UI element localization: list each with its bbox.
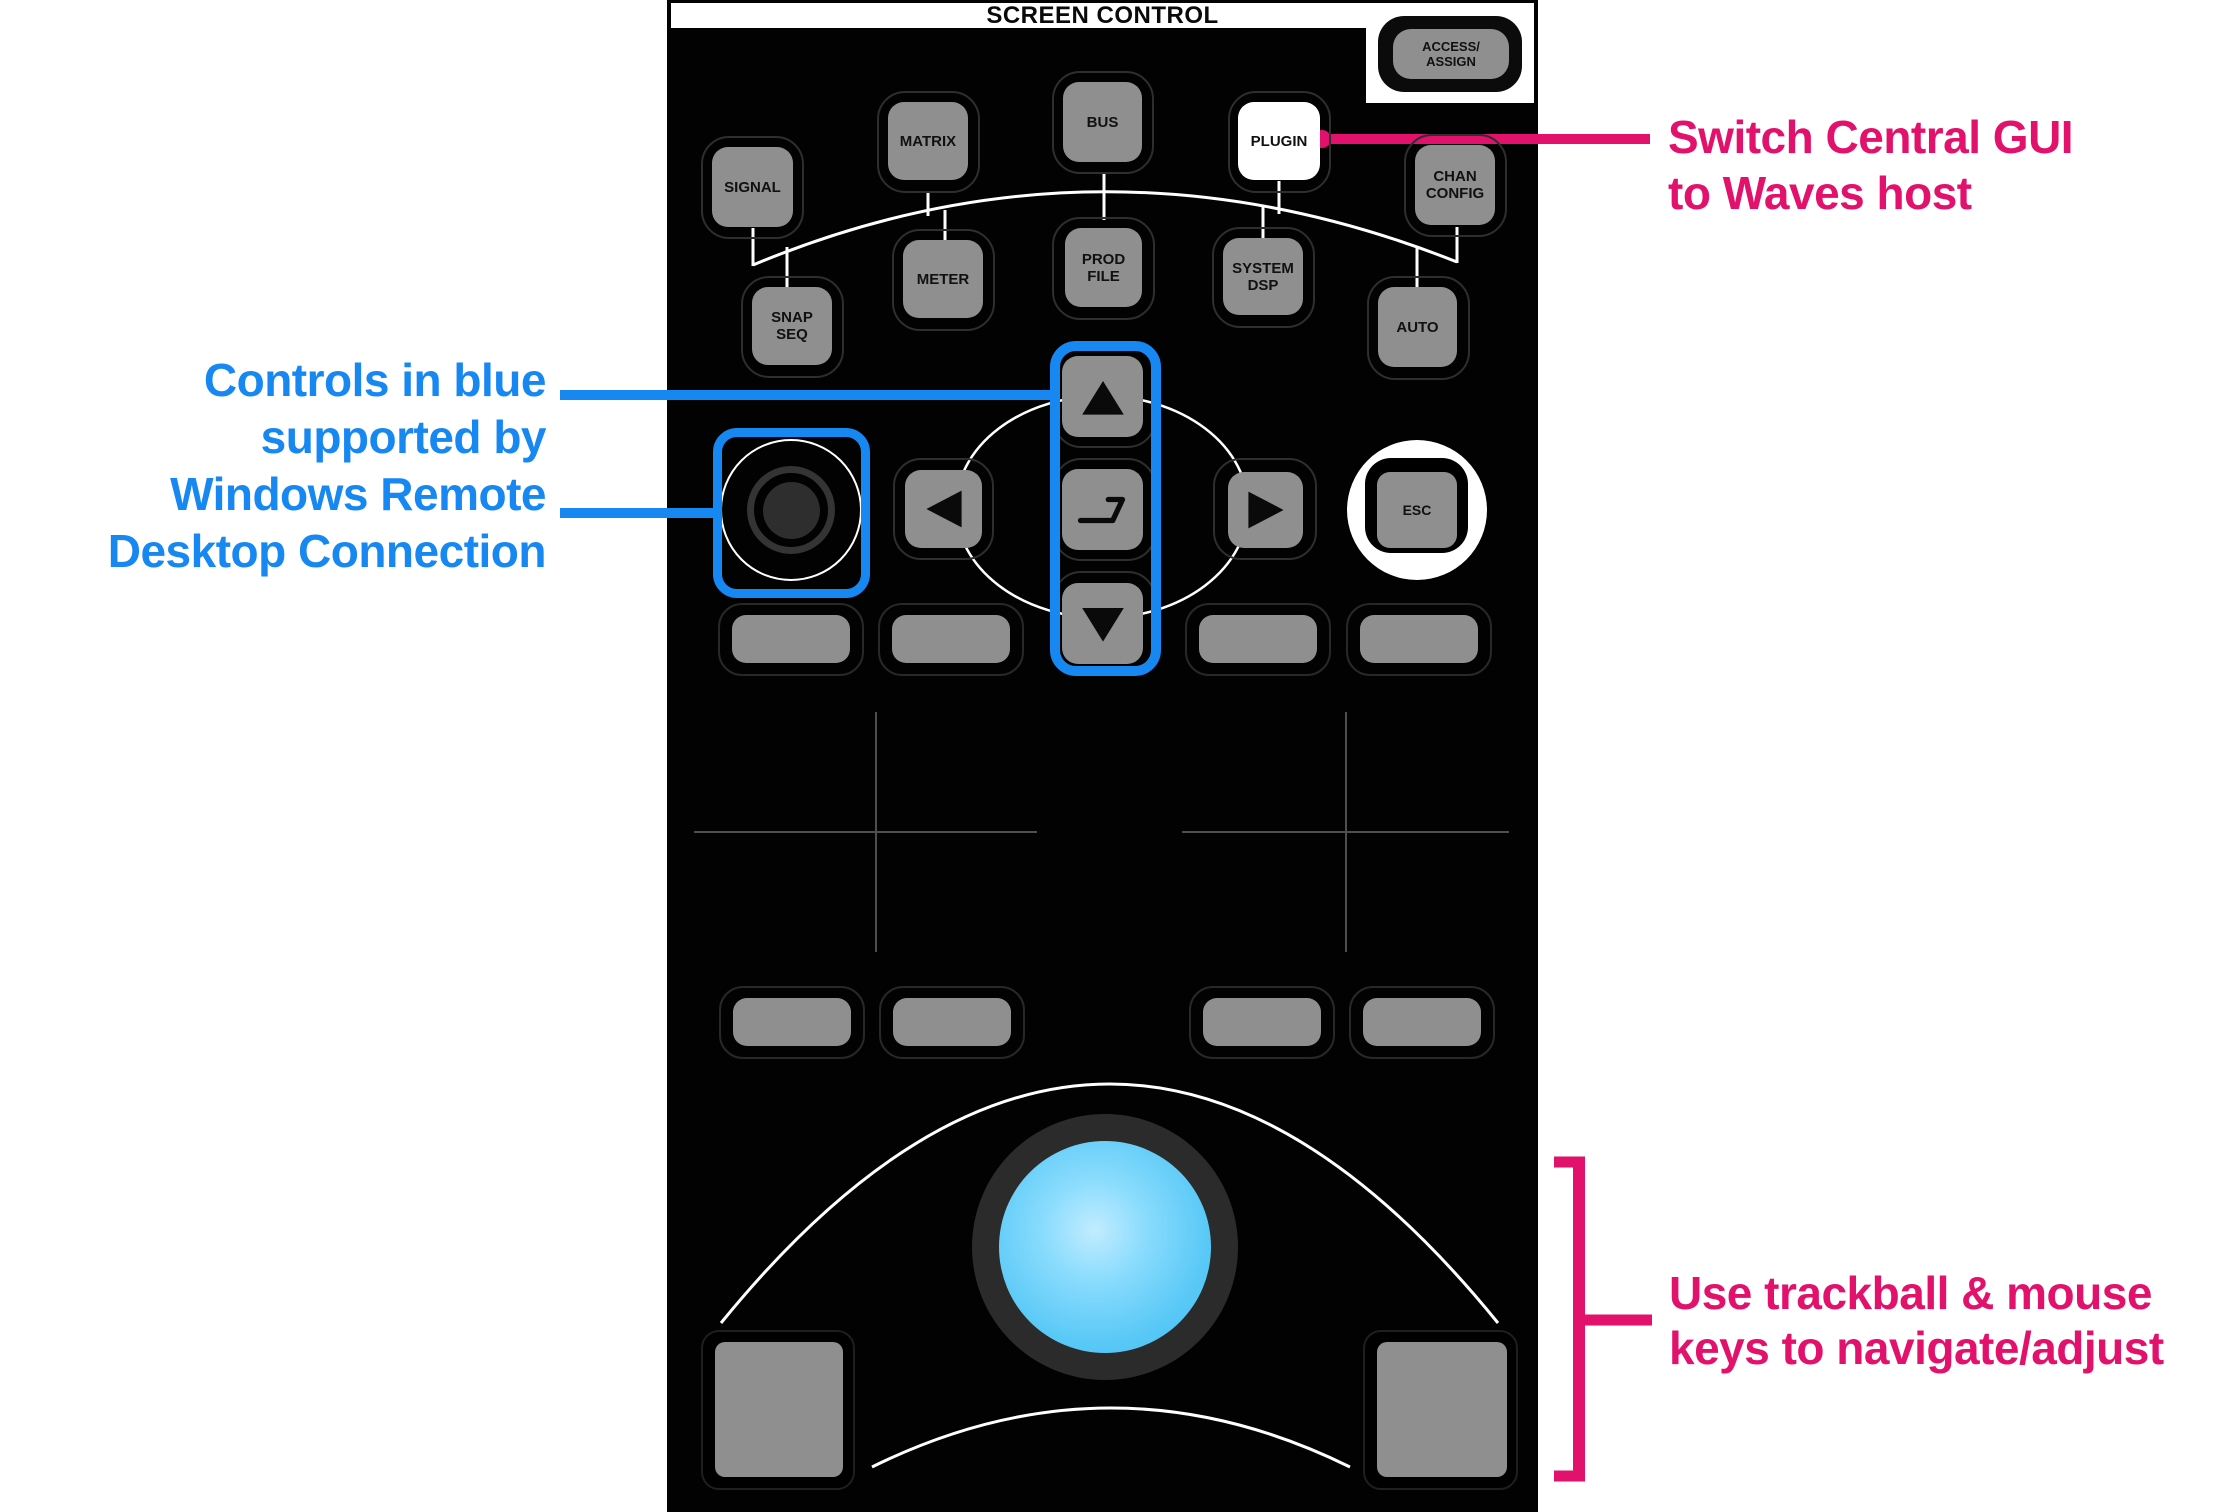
- arrow-column-highlight-box: [1050, 341, 1161, 676]
- soft-key-button-5[interactable]: [733, 998, 851, 1046]
- plugin-button[interactable]: PLUGIN: [1238, 102, 1320, 180]
- soft-key-well: [1349, 986, 1495, 1059]
- bus-button[interactable]: BUS: [1063, 82, 1142, 162]
- right-mouse-key[interactable]: [1377, 1342, 1507, 1477]
- esc-button[interactable]: ESC: [1377, 472, 1457, 548]
- soft-key-well: [1185, 603, 1331, 676]
- blue-controls-annotation: Controls in blue supported by Windows Re…: [107, 354, 547, 577]
- auto-key-well: [1367, 276, 1470, 380]
- soft-key-button-7[interactable]: [1203, 998, 1321, 1046]
- encoder-ring: [747, 466, 835, 554]
- meter-button[interactable]: METER: [903, 240, 983, 318]
- system-dsp-button[interactable]: SYSTEM DSP: [1223, 238, 1303, 315]
- soft-key-button-6[interactable]: [893, 998, 1011, 1046]
- bus-key-well: [1052, 71, 1154, 174]
- snap-seq-key-well: [741, 276, 844, 378]
- prod-file-button[interactable]: PROD FILE: [1065, 228, 1142, 307]
- soft-key-well: [719, 986, 865, 1059]
- signal-button[interactable]: SIGNAL: [712, 147, 793, 227]
- auto-button[interactable]: AUTO: [1378, 287, 1457, 367]
- soft-key-well: [1189, 986, 1335, 1059]
- left-arrow-icon: [925, 490, 962, 528]
- soft-key-button-3[interactable]: [1199, 615, 1317, 663]
- plugin-annotation: Switch Central GUI to Waves host: [1668, 111, 2074, 219]
- soft-key-well: [879, 986, 1025, 1059]
- chan-config-button[interactable]: CHAN CONFIG: [1415, 145, 1495, 225]
- soft-key-button-8[interactable]: [1363, 998, 1481, 1046]
- right-arrow-button[interactable]: [1228, 472, 1303, 548]
- access-assign-button[interactable]: ACCESS/ ASSIGN: [1393, 29, 1509, 79]
- trackball-annotation: Use trackball & mouse keys to navigate/a…: [1669, 1267, 2164, 1374]
- soft-key-button-4[interactable]: [1360, 615, 1478, 663]
- soft-key-well: [718, 603, 864, 676]
- soft-key-button-1[interactable]: [732, 615, 850, 663]
- snap-seq-button[interactable]: SNAP SEQ: [752, 287, 832, 365]
- encoder-highlight-box: [713, 428, 870, 598]
- soft-key-button-2[interactable]: [892, 615, 1010, 663]
- pink-bracket: [1554, 1156, 1652, 1482]
- right-arrow-icon: [1247, 491, 1284, 529]
- left-arrow-button[interactable]: [905, 470, 982, 548]
- encoder-knob[interactable]: [763, 482, 820, 539]
- trackball[interactable]: [999, 1141, 1211, 1353]
- matrix-button[interactable]: MATRIX: [888, 102, 968, 180]
- panel-title: SCREEN CONTROL: [986, 1, 1219, 29]
- soft-key-well: [1346, 603, 1492, 676]
- left-mouse-key[interactable]: [715, 1342, 843, 1477]
- soft-key-well: [878, 603, 1024, 676]
